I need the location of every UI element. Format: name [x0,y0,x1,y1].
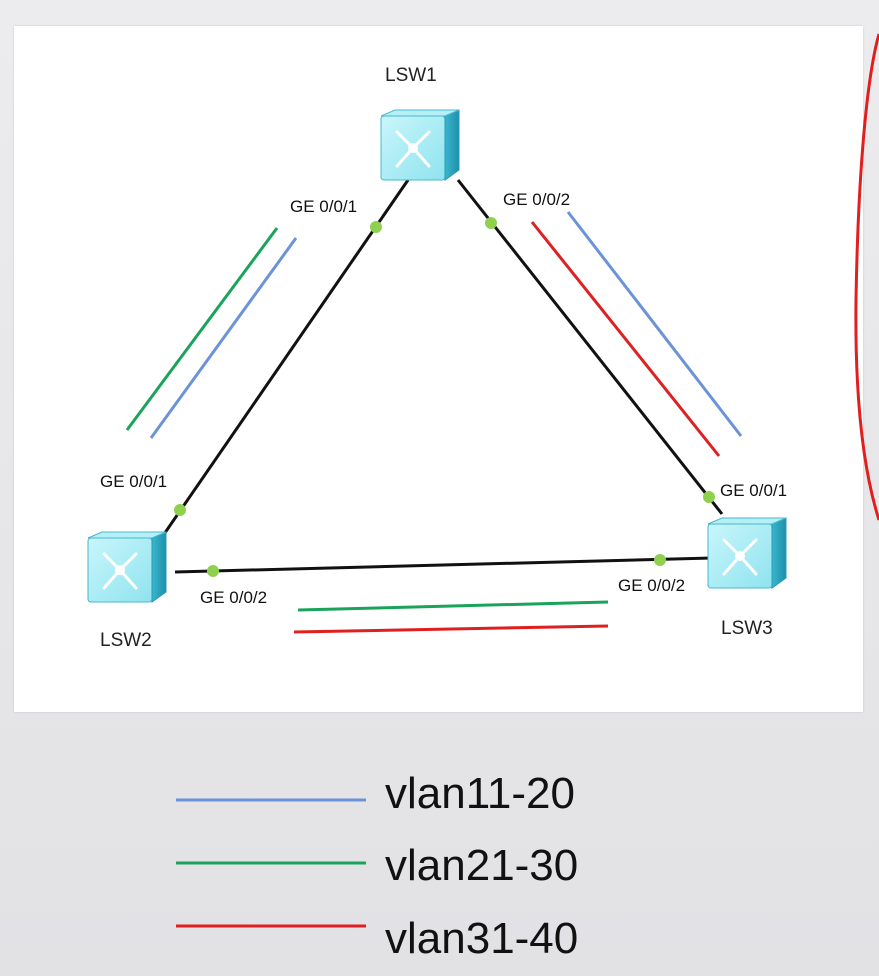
port-dot-lsw3-ge002 [654,554,666,566]
switch-icon-lsw2[interactable] [86,530,168,604]
switch-icon-lsw3[interactable] [706,516,788,590]
legend: vlan11-20 vlan21-30 vlan31-40 [176,769,578,963]
port-dot-lsw1-ge002 [485,217,497,229]
device-label-lsw3: LSW3 [721,618,773,639]
port-dot-lsw2-ge002 [207,565,219,577]
vlan11-20-path-lsw1-lsw3 [566,211,743,437]
legend-label-vlan21-30: vlan21-30 [385,841,578,890]
device-label-lsw1: LSW1 [385,65,437,86]
port-label-lsw3-ge002: GE 0/0/2 [618,576,685,595]
legend-label-vlan11-20: vlan11-20 [385,769,575,818]
legend-label-vlan31-40: vlan31-40 [385,914,578,963]
vlan21-30-path-lsw1-lsw2 [125,227,279,431]
link-lsw1-lsw2 [158,179,410,541]
port-label-lsw2-ge002: GE 0/0/2 [200,588,267,607]
vlan31-40-path-lsw2-lsw3 [293,624,609,634]
port-label-lsw1-ge002: GE 0/0/2 [503,190,570,209]
port-dot-lsw1-ge001 [370,221,382,233]
device-label-lsw2: LSW2 [100,630,152,651]
port-dot-lsw2-ge001 [174,504,186,516]
vlan21-30-path-lsw2-lsw3 [297,600,609,612]
port-dot-lsw3-ge001 [703,491,715,503]
annotation-stroke [854,33,879,521]
vlan31-40-path-lsw1-lsw3 [530,221,721,457]
vlan11-20-path-lsw1-lsw2 [149,237,298,439]
switch-icon-lsw1[interactable] [379,108,461,182]
link-lsw1-lsw3 [456,179,724,515]
port-label-lsw2-ge001: GE 0/0/1 [100,472,167,491]
port-label-lsw3-ge001: GE 0/0/1 [720,481,787,500]
link-lsw2-lsw3 [174,556,713,574]
port-label-lsw1-ge001: GE 0/0/1 [290,197,357,216]
